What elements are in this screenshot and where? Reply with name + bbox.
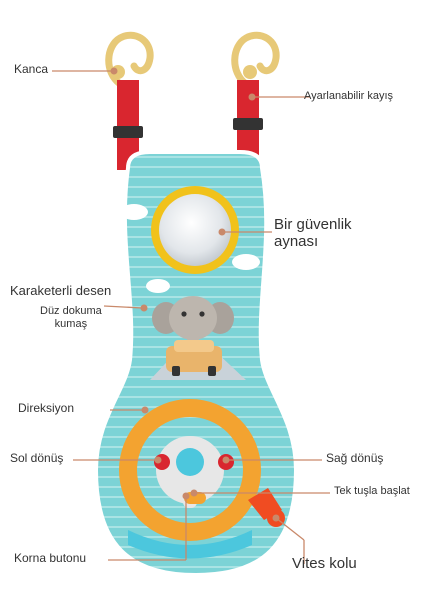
left-hook-icon	[105, 31, 154, 88]
safety-mirror	[151, 186, 239, 274]
left-strap	[113, 80, 143, 170]
label-direksiyon: Direksiyon	[18, 401, 75, 415]
right-strap	[233, 80, 263, 170]
label-vites-kolu: Vites kolu	[292, 555, 357, 572]
leader-dots	[110, 67, 280, 522]
label-sol-donus: Sol dönüş	[10, 451, 64, 465]
label-duz-dokuma-kumas: Düz dokuma kumaş	[40, 305, 102, 330]
label-tek-tusla-baslat: Tek tuşla başlat	[334, 485, 410, 497]
label-ayarlanabilir-kayis: Ayarlanabilir kayış	[304, 90, 394, 102]
wheel-base	[128, 530, 252, 559]
label-kanca: Kanca	[14, 62, 49, 76]
label-sag-donus: Sağ dönüş	[326, 451, 384, 465]
horn-button[interactable]	[176, 448, 204, 476]
cloud-decoration	[120, 204, 260, 293]
leader-lines	[52, 70, 330, 564]
label-korna-butonu: Korna butonu	[14, 551, 87, 565]
elephant-icon	[152, 296, 234, 350]
car-icon	[166, 340, 222, 376]
start-button[interactable]	[184, 492, 206, 504]
label-karakterli-desen: Karaketerli desen	[10, 283, 112, 298]
label-guvenlik-aynasi: Bir güvenlik aynası	[274, 216, 352, 251]
right-hook-icon	[231, 31, 280, 88]
steering-wheel	[119, 399, 261, 541]
